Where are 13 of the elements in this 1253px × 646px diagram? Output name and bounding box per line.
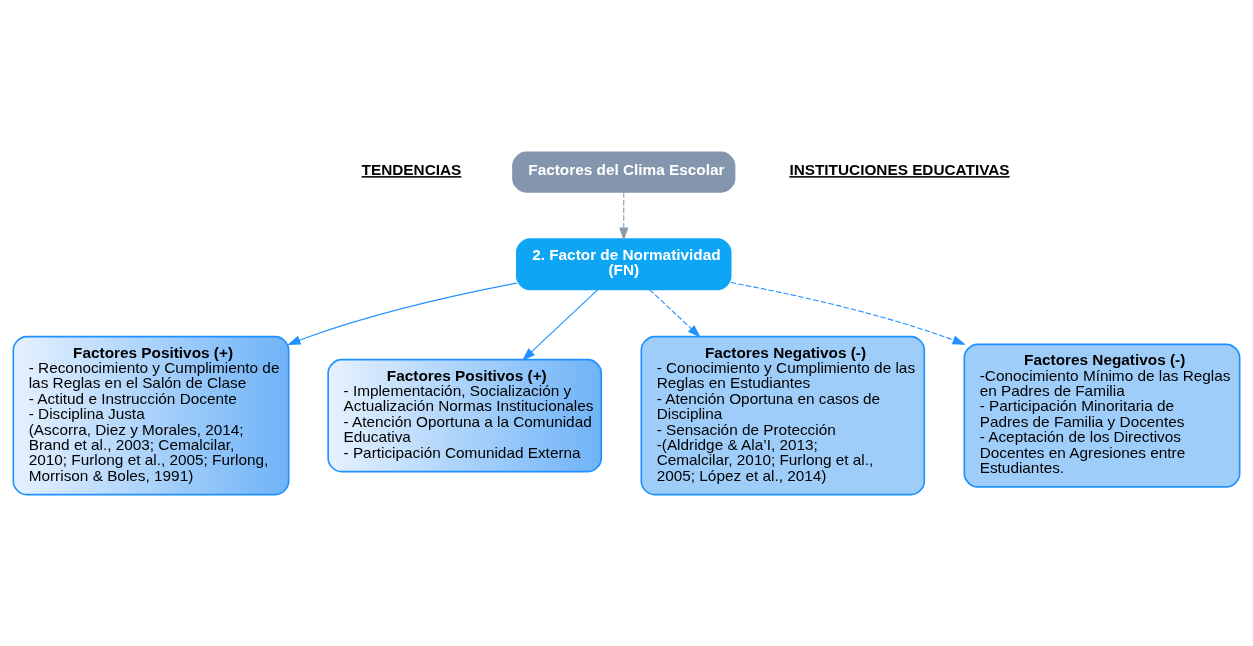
arrow <box>649 288 701 338</box>
label: INSTITUCIONES EDUCATIVAS <box>789 160 1010 178</box>
node-box: 2. Factor de Normatividad (FN) <box>516 237 732 290</box>
arrow <box>619 191 629 241</box>
node-box: Factores Positivos (+) - Reconocimiento y Cumplimiento de las Reglas en el Salón de Clase - Actitud e Instrucción Docente - Disciplina Justa (Ascorra, Diez y Morales, 2014; Brand et al., 2003; Cemalcilar, 2010; Furlong et al., 2005; Furlong, Morrison & Boles, 1991) <box>12 335 290 495</box>
node-box: Factores Negativos (-) -Conocimiento Mínimo de las Reglas en Padres de Familia - Participación Minoritaria de Padres de Familia y Docentes - Aceptación de los Directivos Docentes en Agresiones entre Estudiantes. <box>963 343 1241 488</box>
arrow <box>730 281 966 345</box>
node-box: Factores del Clima Escolar <box>512 151 736 193</box>
label: TENDENCIAS <box>361 160 462 178</box>
node-box: Factores Negativos (-) - Conocimiento y Cumplimiento de las Reglas en Estudiantes - Atención Oportuna en casos de Disciplina - Sensación de Protección -(Aldridge & Ala’I, 2013; Cemalcilar, 2010; Furlong et al., 2005; López et al., 2014) <box>640 335 926 495</box>
node-box: Factores Positivos (+) - Implementación, Socialización y Actualización Normas Institucionales - Atención Oportuna a la Comunidad Educativa - Participación Comunidad Externa <box>327 358 603 472</box>
arrow <box>287 282 518 345</box>
arrow <box>522 288 599 361</box>
